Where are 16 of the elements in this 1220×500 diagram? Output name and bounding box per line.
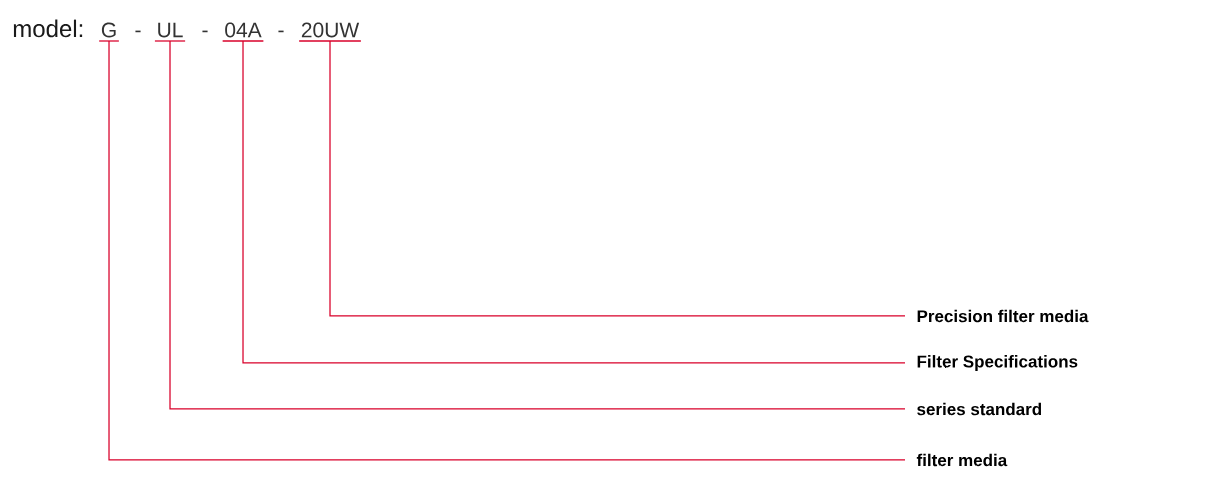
code-segment: UL bbox=[154, 22, 186, 42]
leader-line bbox=[108, 40, 906, 461]
hyphen: - bbox=[278, 30, 284, 33]
hyphen: - bbox=[135, 30, 141, 33]
leader-line bbox=[169, 40, 906, 410]
hyphen: - bbox=[202, 30, 208, 33]
prefix-label: model: bbox=[13, 19, 83, 38]
description-text: filter media bbox=[916, 453, 1008, 467]
code-segment: 20UW bbox=[298, 22, 362, 42]
description-text: Filter Specifications bbox=[917, 355, 1078, 371]
description-text: Precision filter media bbox=[917, 309, 1089, 323]
code-segment: G bbox=[98, 22, 120, 42]
code-segment: 04A bbox=[222, 22, 264, 42]
leader-line bbox=[329, 40, 906, 317]
description-text: series standard bbox=[917, 402, 1041, 416]
leader-line bbox=[242, 40, 906, 364]
